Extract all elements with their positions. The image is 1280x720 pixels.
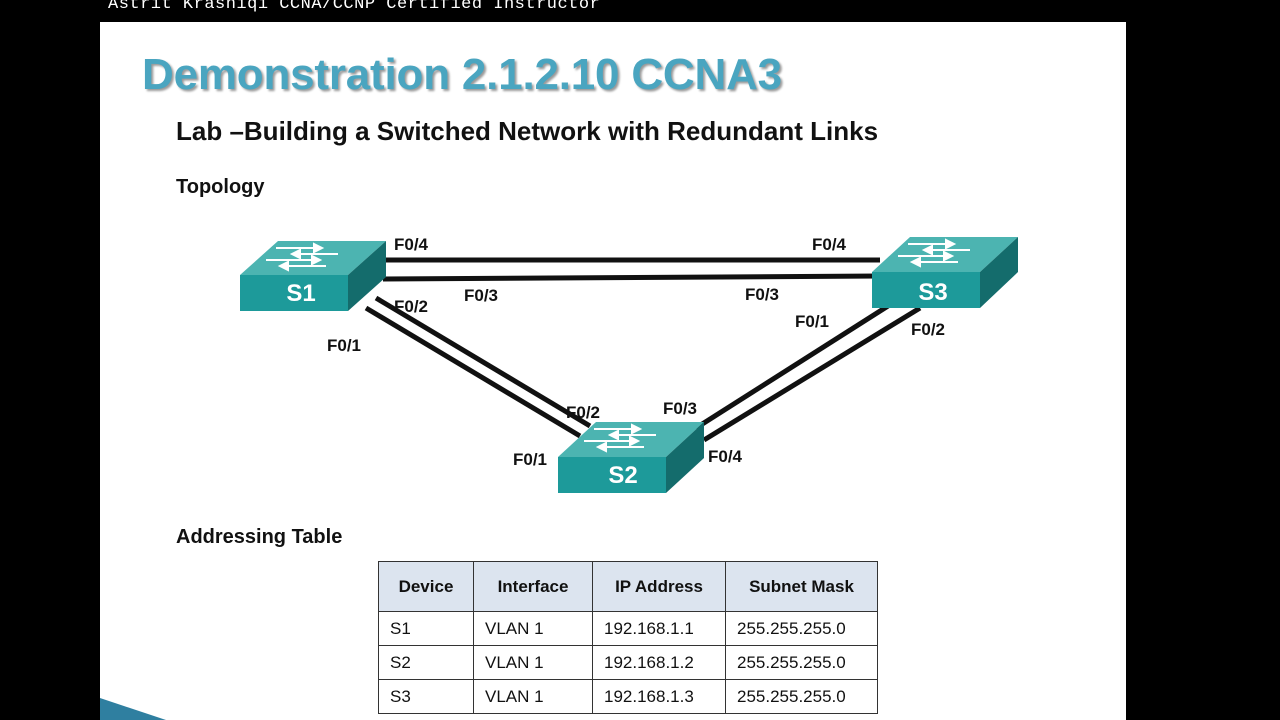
header-ip-address: IP Address xyxy=(592,561,726,612)
link-s1-s2-f02 xyxy=(374,295,592,429)
port-label-s3-f04: F0/4 xyxy=(812,235,847,254)
table-row: S3 VLAN 1 192.168.1.3 255.255.255.0 xyxy=(378,679,878,714)
addressing-table: Device Interface IP Address Subnet Mask … xyxy=(378,561,878,714)
cell-device: S2 xyxy=(378,645,474,680)
port-label-s2-f03: F0/3 xyxy=(663,399,697,418)
port-label-s1-f04: F0/4 xyxy=(394,235,429,254)
s1-label: S1 xyxy=(286,280,315,307)
link-s1-s2-f01 xyxy=(364,305,582,439)
slide-title: Demonstration 2.1.2.10 CCNA3 xyxy=(142,50,782,99)
cell-subnet-mask: 255.255.255.0 xyxy=(725,645,878,680)
switch-icon: S1 xyxy=(240,241,386,311)
switch-icon: S2 xyxy=(558,422,704,493)
port-label-s2-f04: F0/4 xyxy=(708,447,743,466)
cell-device: S3 xyxy=(378,679,474,714)
port-label-s2-f01: F0/1 xyxy=(513,450,547,469)
presentation-slide: Demonstration 2.1.2.10 CCNA3 Lab –Buildi… xyxy=(100,22,1126,720)
port-label-s1-f01: F0/1 xyxy=(327,336,361,355)
header-interface: Interface xyxy=(473,561,593,612)
cell-ip-address: 192.168.1.1 xyxy=(592,611,726,646)
table-row: S1 VLAN 1 192.168.1.1 255.255.255.0 xyxy=(378,611,878,646)
topology-diagram: S1 S3 S2 F0/4 xyxy=(240,235,1018,493)
table-header-row: Device Interface IP Address Subnet Mask xyxy=(378,561,878,612)
port-label-s1-f02: F0/2 xyxy=(394,297,428,316)
cell-interface: VLAN 1 xyxy=(473,679,593,714)
table-row: S2 VLAN 1 192.168.1.2 255.255.255.0 xyxy=(378,645,878,680)
instructor-caption: Astrit Krasniqi CCNA/CCNP Certified Inst… xyxy=(108,0,601,14)
cell-device: S1 xyxy=(378,611,474,646)
header-subnet-mask: Subnet Mask xyxy=(725,561,878,612)
video-top-bar: Astrit Krasniqi CCNA/CCNP Certified Inst… xyxy=(100,0,1126,20)
cell-subnet-mask: 255.255.255.0 xyxy=(725,679,878,714)
switch-icon: S3 xyxy=(872,237,1018,308)
lab-subtitle: Lab –Building a Switched Network with Re… xyxy=(176,116,879,146)
cell-ip-address: 192.168.1.2 xyxy=(592,645,726,680)
port-label-s3-f01: F0/1 xyxy=(795,312,829,331)
s2-label: S2 xyxy=(608,462,637,489)
slide-corner-decoration xyxy=(100,698,166,720)
cell-ip-address: 192.168.1.3 xyxy=(592,679,726,714)
topology-heading: Topology xyxy=(176,176,265,198)
link-s1-s3-f03 xyxy=(382,273,881,282)
cell-interface: VLAN 1 xyxy=(473,611,593,646)
link-s3-s2-f02 xyxy=(702,305,922,443)
addressing-table-heading: Addressing Table xyxy=(176,526,343,548)
s3-label: S3 xyxy=(918,279,947,306)
links xyxy=(364,257,922,443)
header-device: Device xyxy=(378,561,474,612)
port-label-s3-f03: F0/3 xyxy=(745,285,779,304)
cell-subnet-mask: 255.255.255.0 xyxy=(725,611,878,646)
cell-interface: VLAN 1 xyxy=(473,645,593,680)
link-s3-s2-f01 xyxy=(694,303,890,431)
port-label-s3-f02: F0/2 xyxy=(911,320,945,339)
port-label-s2-f02: F0/2 xyxy=(566,403,600,422)
port-label-s1-f03: F0/3 xyxy=(464,286,498,305)
